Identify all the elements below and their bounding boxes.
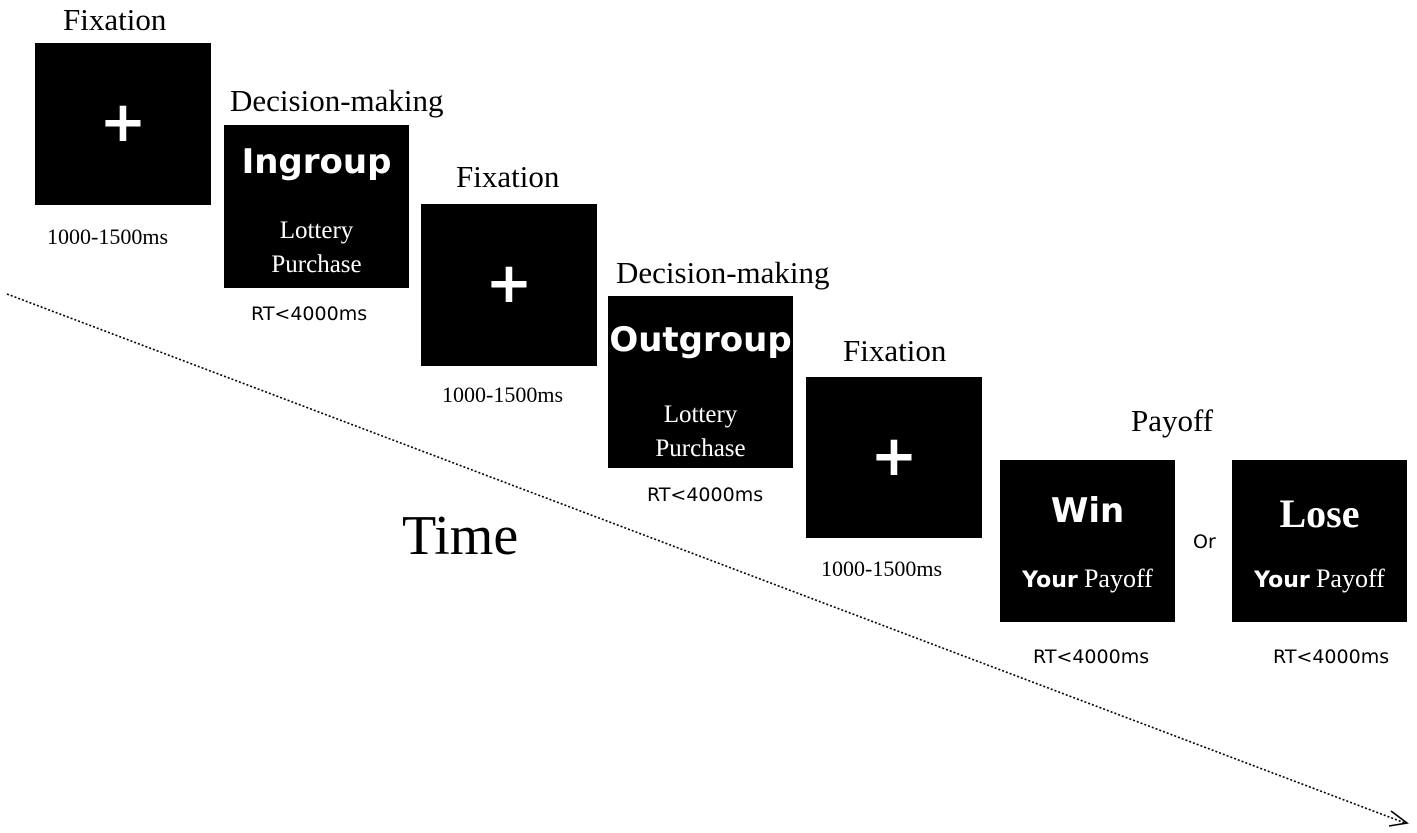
- fixation-cross-icon: +: [99, 90, 147, 155]
- decision-2-rt: RT<4000ms: [647, 484, 764, 506]
- decision-1-line1: Lottery: [279, 217, 354, 244]
- payoff-title: Payoff: [1131, 403, 1214, 438]
- fixation-3-duration: 1000-1500ms: [821, 556, 942, 581]
- fixation-1-title: Fixation: [63, 2, 167, 37]
- decision-2-line2: Purchase: [655, 435, 746, 462]
- lose-payoff-line: Your Payoff: [1232, 566, 1407, 592]
- fixation-3-screen: +: [806, 377, 982, 538]
- outgroup-label: Outgroup: [609, 320, 792, 360]
- payoff-lose-screen: Lose Your Payoff: [1232, 460, 1407, 622]
- payoff-win-rt: RT<4000ms: [1033, 646, 1150, 668]
- time-label: Time: [402, 505, 519, 567]
- win-label: Win: [1050, 491, 1125, 531]
- lose-label: Lose: [1279, 491, 1360, 536]
- payoff-win-screen: Win Your Payoff: [1000, 460, 1175, 622]
- lose-payoff-word: Payoff: [1315, 564, 1385, 593]
- win-payoff-word: Payoff: [1083, 564, 1153, 593]
- fixation-cross-icon: +: [485, 251, 533, 316]
- decision-2-line1: Lottery: [663, 401, 738, 428]
- decision-2-title: Decision-making: [616, 255, 830, 290]
- win-payoff-line: Your Payoff: [1000, 566, 1175, 592]
- decision-1-rt: RT<4000ms: [251, 303, 368, 325]
- time-arrow-head: [1388, 810, 1409, 827]
- decision-2-screen: Outgroup Lottery Purchase: [608, 296, 793, 468]
- decision-1-screen: Ingroup Lottery Purchase: [224, 125, 409, 288]
- fixation-2-screen: +: [421, 204, 597, 366]
- fixation-3-title: Fixation: [843, 333, 947, 368]
- decision-1-title: Decision-making: [230, 83, 444, 118]
- fixation-1-duration: 1000-1500ms: [47, 224, 168, 249]
- win-your-word: Your: [1022, 568, 1078, 593]
- or-label: Or: [1193, 531, 1216, 553]
- decision-1-line2: Purchase: [271, 251, 362, 278]
- fixation-cross-icon: +: [870, 424, 918, 489]
- fixation-2-title: Fixation: [456, 159, 560, 194]
- lose-your-word: Your: [1254, 568, 1310, 593]
- fixation-2-duration: 1000-1500ms: [442, 382, 563, 407]
- payoff-lose-rt: RT<4000ms: [1273, 646, 1390, 668]
- fixation-1-screen: +: [35, 43, 211, 205]
- ingroup-label: Ingroup: [241, 142, 392, 182]
- time-arrow-line: [6, 293, 1406, 824]
